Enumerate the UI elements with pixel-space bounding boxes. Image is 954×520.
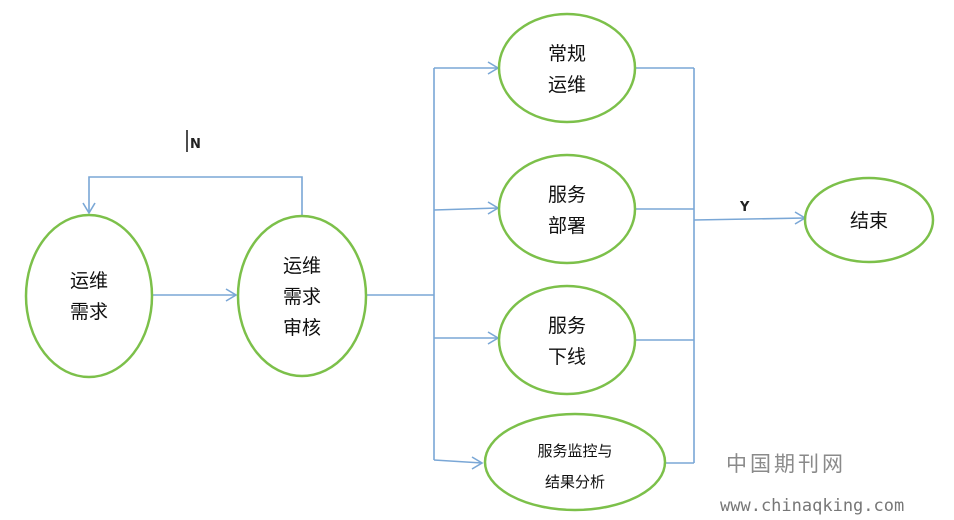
node-ops-review: 运维 需求 审核 (236, 214, 368, 378)
node-label-line: 需求 (70, 301, 108, 323)
node-service-monitor: 服务监控与 结果分析 (483, 412, 667, 512)
node-label-line: 结果分析 (545, 473, 605, 491)
node-routine-ops: 常规 运维 (497, 12, 637, 124)
edges (82, 61, 807, 470)
edge-label-no: N (190, 137, 201, 152)
edge-to-deploy (433, 207, 499, 211)
arrowhead-monitor (471, 456, 484, 470)
edge-label-yes: Y (739, 200, 750, 215)
node-label-line: 审核 (283, 317, 321, 339)
node-service-offline: 服务 下线 (497, 284, 637, 396)
edge-loop-no (88, 176, 303, 215)
node-label-line: 运维 (283, 255, 321, 277)
node-label-line: 部署 (548, 215, 586, 237)
node-label-line: 需求 (283, 286, 321, 308)
node-label-line: 结束 (850, 210, 888, 232)
node-ops-request: 运维 需求 (24, 213, 154, 379)
node-label-line: 服务 (548, 315, 586, 337)
watermark-cn: 中国期刊网 (726, 452, 846, 476)
arrowhead-review (225, 288, 238, 302)
edge-to-monitor (433, 459, 483, 464)
node-label-line: 服务监控与 (537, 442, 612, 460)
node-label-line: 运维 (548, 74, 586, 96)
arrowhead-loop (82, 202, 96, 215)
watermark-url: www.chinaqking.com (720, 496, 904, 516)
node-label-line: 服务 (548, 184, 586, 206)
edge-yes-to-end (693, 217, 806, 221)
node-label-line: 运维 (70, 270, 108, 292)
node-end: 结束 (803, 176, 935, 264)
node-label-line: 下线 (548, 346, 586, 368)
node-service-deploy: 服务 部署 (497, 153, 637, 265)
node-label-line: 常规 (548, 43, 586, 65)
